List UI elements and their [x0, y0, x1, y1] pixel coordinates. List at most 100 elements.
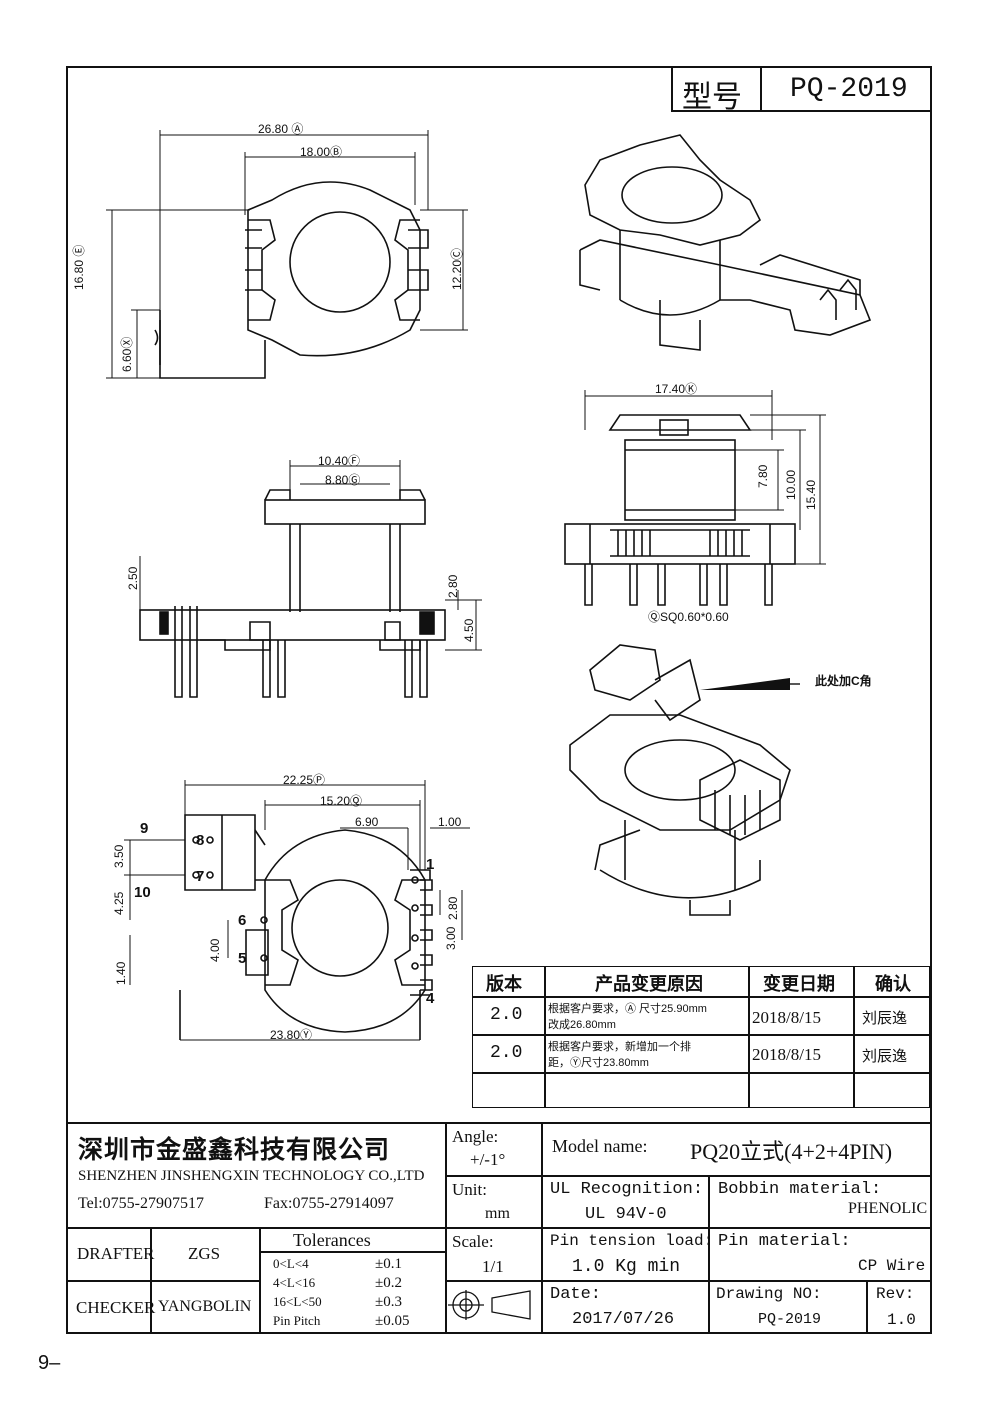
rev-header-date: 变更日期: [763, 974, 835, 994]
tol-range-4: Pin Pitch: [273, 1313, 321, 1328]
rev-row-1-reason-2: 改成26.80mm: [548, 1019, 616, 1031]
tol-value-2: ±0.2: [375, 1275, 402, 1291]
dim-bot-300: 3.00: [444, 926, 458, 950]
pin-label-4: 4: [426, 990, 435, 1007]
pin-label-9: 9: [140, 820, 149, 837]
rev-value: 1.0: [887, 1311, 916, 1329]
rev-header-version: 版本: [486, 974, 522, 994]
rev-row-1-confirm: 刘辰逸: [862, 1010, 908, 1027]
bottom-view: [179, 814, 433, 1040]
unit-value: mm: [485, 1205, 510, 1222]
dim-side-1540: 15.40: [804, 479, 818, 510]
drafter-label: DRAFTER: [77, 1244, 155, 1263]
drawing-frame: [66, 66, 932, 1334]
type-label: 型号: [682, 81, 742, 114]
rev-label: Rev:: [876, 1285, 915, 1303]
dim-bot-q: 15.20Ⓠ: [320, 794, 363, 808]
dim-bot-350: 3.50: [112, 844, 126, 868]
pin-material-label: Pin material:: [718, 1232, 851, 1251]
dim-left-x: 6.60Ⓧ: [120, 336, 134, 372]
c-corner-arrow: [700, 678, 790, 690]
dim-bot-140: 1.40: [114, 961, 128, 985]
angle-value: +/-1°: [470, 1150, 506, 1169]
dim-bot-400: 4.00: [208, 938, 222, 962]
dim-left-250: 2.50: [126, 566, 140, 590]
pin-label-5: 5: [238, 950, 247, 967]
dim-right-450: 4.50: [462, 618, 476, 642]
rev-header-reason: 产品变更原因: [595, 974, 703, 994]
tol-value-4: ±0.05: [375, 1313, 410, 1329]
bobbin-material-label: Bobbin material:: [718, 1180, 882, 1199]
dim-mid-f: 10.40Ⓕ: [318, 454, 361, 468]
tol-range-1: 0<L<4: [273, 1256, 309, 1271]
dim-bot-100: 1.00: [438, 815, 462, 829]
dim-right-280: 2.80: [446, 574, 460, 598]
page-number: 9–: [38, 1352, 61, 1374]
model-code: PQ-2019: [790, 74, 908, 105]
tolerances-label: Tolerances: [293, 1230, 371, 1250]
model-name-label: Model name:: [552, 1136, 648, 1156]
date-value: 2017/07/26: [572, 1310, 675, 1329]
pin-label-6: 6: [238, 912, 247, 929]
isometric-bottom: [569, 644, 791, 916]
checker-label: CHECKER: [76, 1298, 156, 1317]
pin-label-10: 10: [134, 884, 151, 901]
rev-row-2-version: 2.0: [490, 1043, 523, 1063]
dim-side-sq: ⓆSQ0.60*0.60: [648, 610, 729, 624]
isometric-top: [579, 134, 872, 351]
rev-row-2-reason-2: 距，Ⓨ尺寸23.80mm: [548, 1057, 649, 1069]
angle-label: Angle:: [452, 1127, 499, 1146]
tol-range-3: 16<L<50: [273, 1294, 322, 1309]
scale-label: Scale:: [452, 1232, 494, 1251]
scale-value: 1/1: [482, 1257, 504, 1276]
rev-row-1-version: 2.0: [490, 1005, 523, 1025]
drawing-no-label: Drawing NO:: [716, 1285, 822, 1303]
dim-bot-280: 2.80: [446, 896, 460, 920]
tol-value-1: ±0.1: [375, 1256, 402, 1272]
pin-material-value: CP Wire: [858, 1257, 926, 1275]
company-name-en: SHENZHEN JINSHENGXIN TECHNOLOGY CO.,LTD: [78, 1168, 425, 1184]
pin-label-8: 8: [196, 832, 205, 849]
bobbin-material-value: PHENOLIC: [848, 1200, 928, 1217]
rev-row-1-reason-1: 根据客户要求，Ⓐ 尺寸25.90mm: [548, 1003, 707, 1015]
pin-label-1: 1: [426, 856, 435, 873]
dim-bot-425: 4.25: [112, 891, 126, 915]
date-label: Date:: [550, 1285, 602, 1304]
revision-table: [472, 966, 930, 1108]
ul-recognition-value: UL 94V-0: [585, 1205, 667, 1224]
dim-bot-y: 23.80Ⓨ: [270, 1028, 313, 1042]
pin-tension-label: Pin tension load:: [550, 1232, 714, 1250]
checker-value: YANGBOLIN: [158, 1298, 252, 1315]
company-name-cn: 深圳市金盛鑫科技有限公司: [78, 1137, 391, 1164]
rev-row-2-reason-1: 根据客户要求，新增加一个排: [548, 1041, 691, 1053]
side-view: [564, 414, 796, 606]
dim-bot-690: 6.90: [355, 815, 379, 829]
company-phone: Tel:0755-27907517: [78, 1195, 204, 1212]
top-view: [154, 181, 429, 379]
tol-range-2: 4<L<16: [273, 1275, 316, 1290]
dim-left-e: 16.80 Ⓔ: [72, 244, 86, 290]
rev-row-2-confirm: 刘辰逸: [862, 1048, 908, 1065]
front-view: [139, 489, 446, 698]
dim-side-1000: 10.00: [784, 469, 798, 500]
dim-top-b: 18.00Ⓑ: [300, 145, 343, 159]
dim-bot-p: 22.25Ⓟ: [283, 773, 326, 787]
company-fax: Fax:0755-27914097: [264, 1195, 394, 1212]
dim-top-a: 26.80 Ⓐ: [258, 122, 304, 136]
note-c-corner: 此处加C角: [815, 674, 872, 688]
dim-side-k: 17.40Ⓚ: [655, 382, 698, 396]
ul-recognition-label: UL Recognition:: [550, 1180, 704, 1199]
rev-header-confirm: 确认: [875, 974, 911, 994]
unit-label: Unit:: [452, 1180, 487, 1199]
drafter-value: ZGS: [188, 1244, 221, 1263]
drawing-no-value: PQ-2019: [758, 1311, 822, 1328]
dim-side-780: 7.80: [756, 464, 770, 488]
dim-mid-g: 8.80Ⓖ: [325, 473, 361, 487]
model-header-box: [671, 66, 932, 112]
model-name-value: PQ20立式(4+2+4PIN): [690, 1139, 893, 1164]
pin-tension-value: 1.0 Kg min: [572, 1257, 681, 1277]
rev-row-2-date: 2018/8/15: [752, 1045, 821, 1064]
rev-row-1-date: 2018/8/15: [752, 1008, 821, 1027]
dim-right-c: 12.20Ⓒ: [450, 247, 464, 290]
